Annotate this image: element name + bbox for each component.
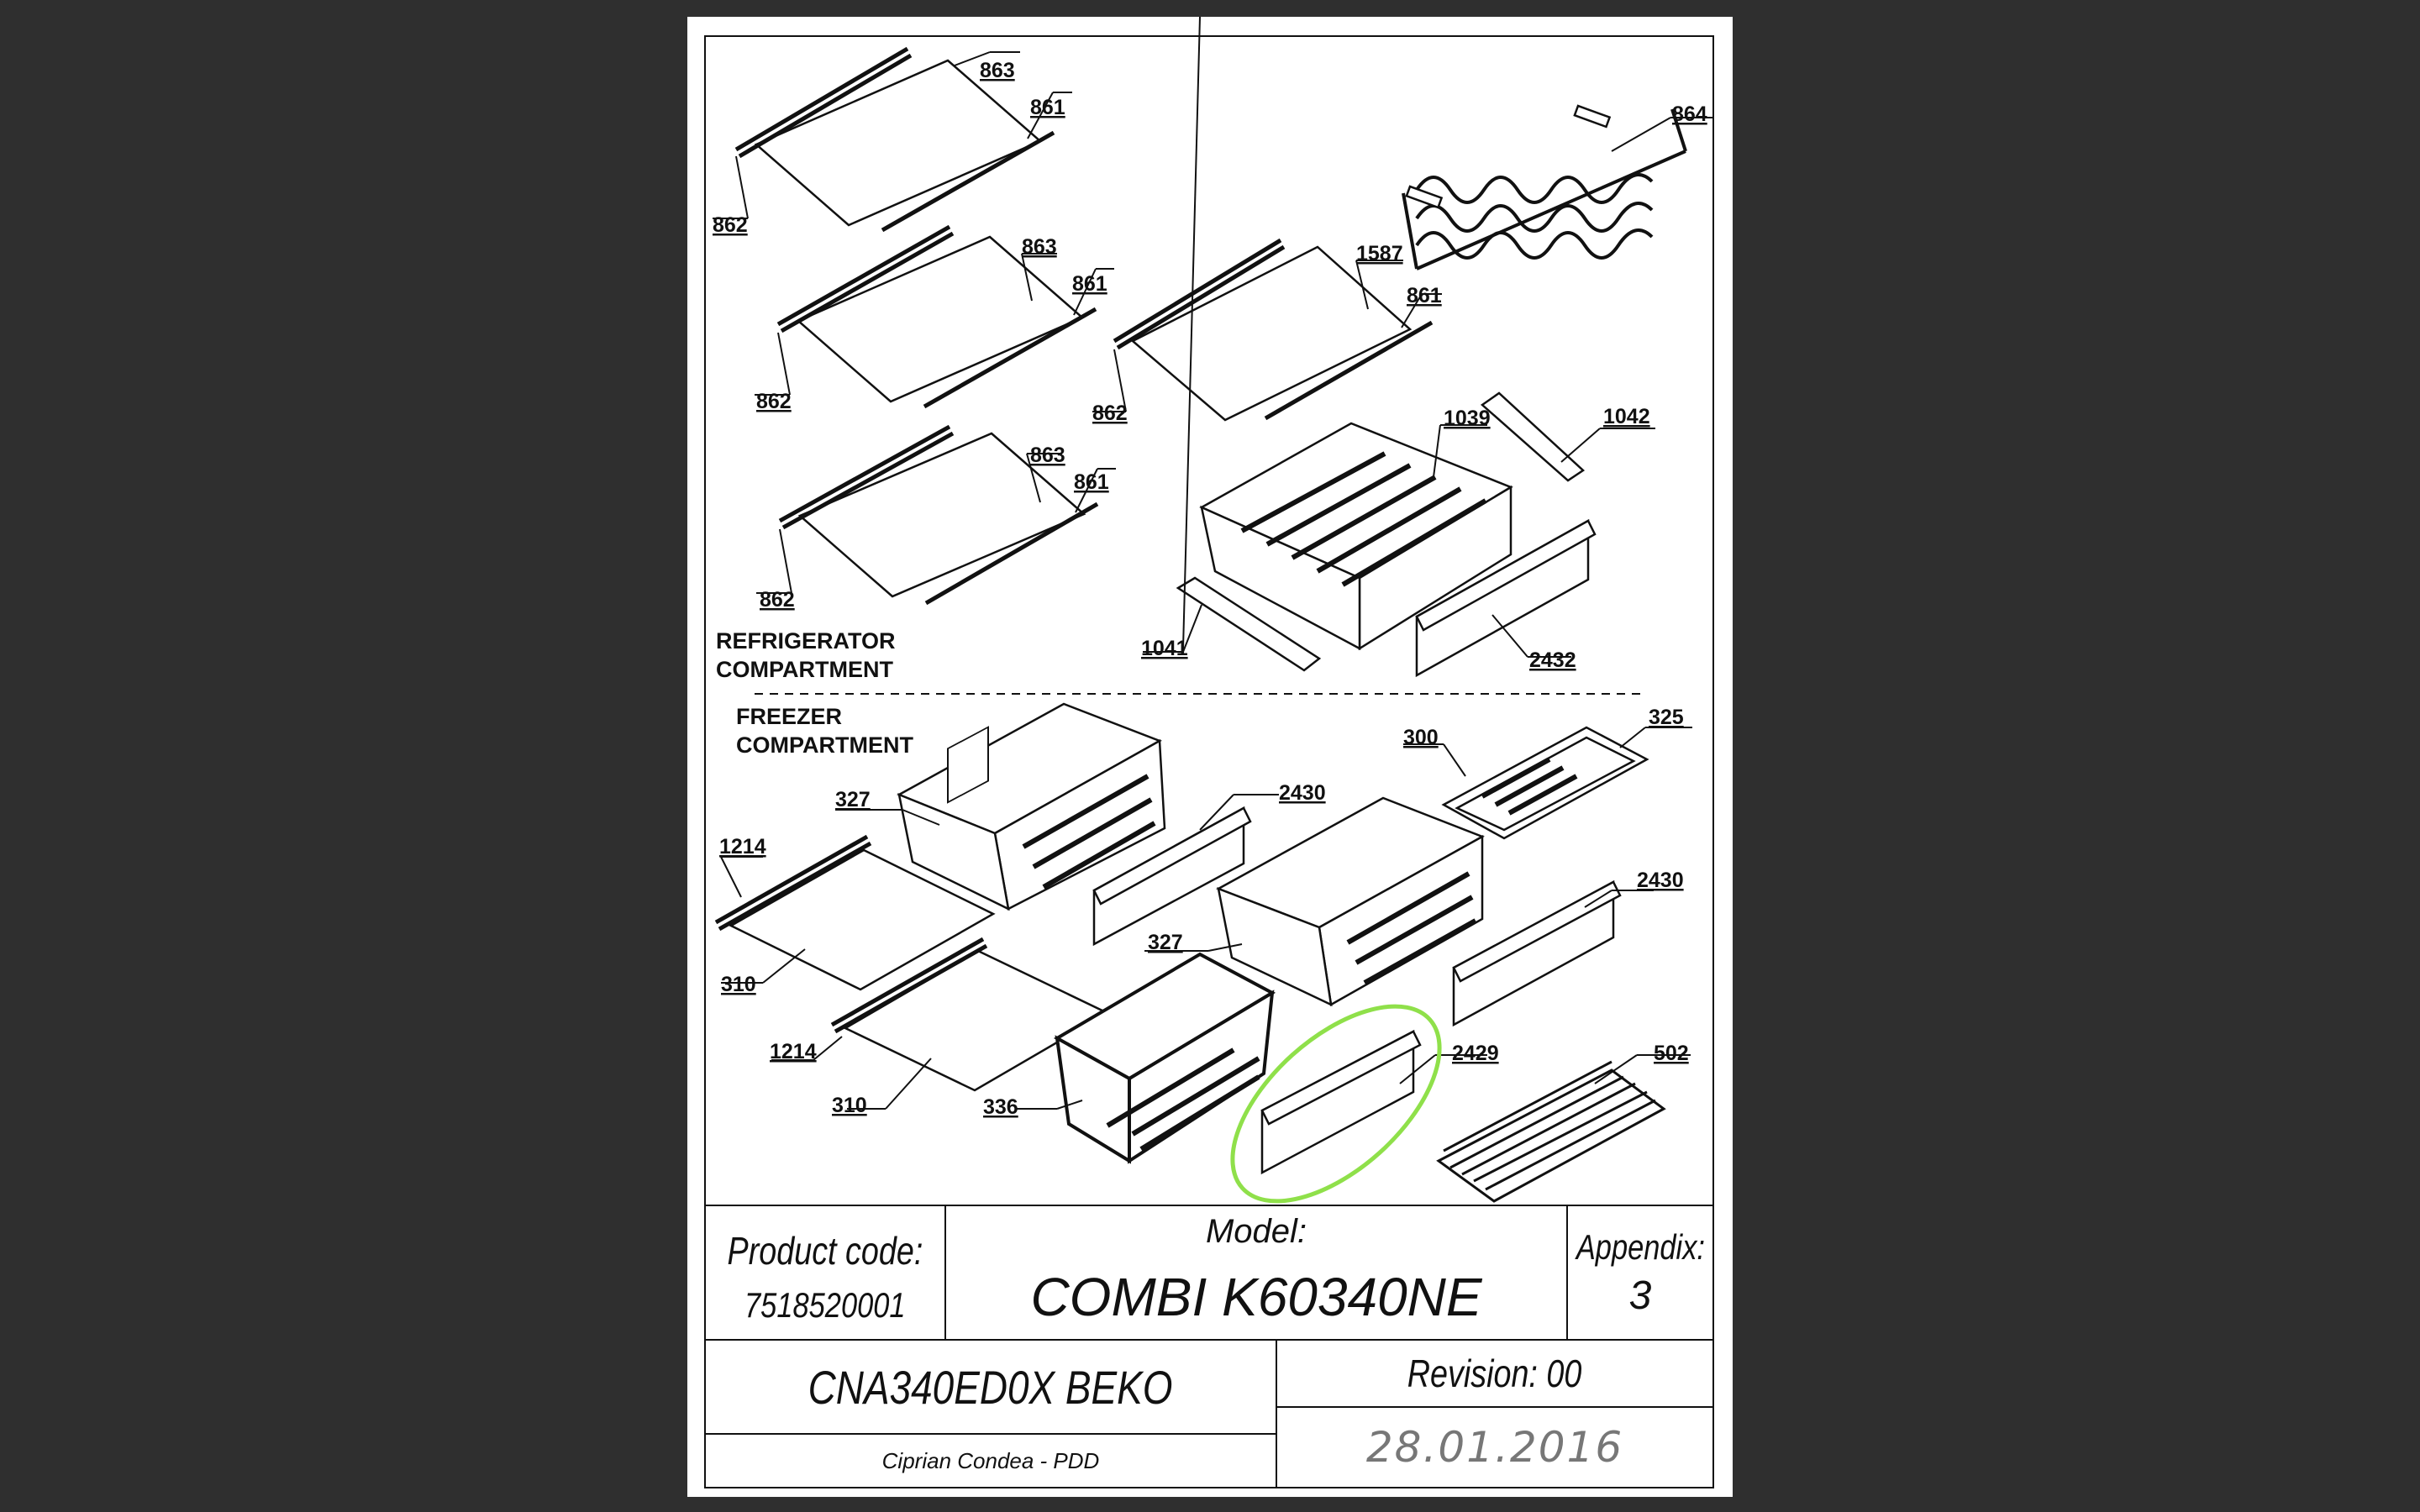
callout-300: 300 — [1403, 726, 1439, 749]
callout-1041: 1041 — [1141, 637, 1188, 660]
author-cell: Ciprian Condea - PDD — [704, 1433, 1277, 1488]
wire-grill — [1436, 1054, 1691, 1203]
variant-cell: CNA340ED0X BEKO — [704, 1339, 1277, 1435]
glass-shelf-4 — [1092, 238, 1442, 422]
callout-327-a: 327 — [835, 788, 871, 811]
revision-value: Revision: 00 — [1407, 1352, 1582, 1395]
model-label: Model: — [1205, 1213, 1307, 1250]
drawing-sheet: 863 861 862 863 861 862 — [687, 17, 1733, 1497]
exploded-parts-diagram: 863 861 862 863 861 862 — [713, 17, 1712, 1204]
appendix-cell: Appendix: 3 — [1566, 1205, 1714, 1341]
callout-1039: 1039 — [1444, 407, 1491, 430]
callout-2432: 2432 — [1529, 648, 1576, 672]
revision-cell: Revision: 00 — [1276, 1339, 1714, 1408]
freezer-basket — [1017, 952, 1276, 1164]
callout-863-b: 863 — [1022, 235, 1057, 259]
freezer-drawer-2 — [1144, 796, 1485, 1007]
callout-862-b: 862 — [756, 390, 792, 413]
appendix-label: Appendix: — [1576, 1226, 1705, 1267]
callout-336: 336 — [983, 1095, 1018, 1119]
date-value: 28.01.2016 — [1365, 1423, 1624, 1472]
ice-tray — [1403, 726, 1692, 840]
date-cell: 28.01.2016 — [1276, 1406, 1714, 1488]
crisper-drawer — [1199, 422, 1513, 651]
callout-863-a: 863 — [980, 59, 1015, 82]
callout-2430-a: 2430 — [1279, 781, 1326, 805]
drawer-rail-left — [1143, 17, 1322, 672]
freezer-drawer-1 — [835, 702, 1166, 911]
callout-861-c: 861 — [1074, 470, 1109, 494]
product-code-cell: Product code: 7518520001 — [704, 1205, 946, 1341]
callout-862-a: 862 — [713, 213, 748, 237]
label-refrigerator-compartment: COMPARTMENT — [716, 657, 893, 682]
callout-861-b: 861 — [1072, 272, 1107, 296]
appendix-value: 3 — [1628, 1273, 1652, 1318]
highlight-ellipse — [1230, 1004, 1442, 1204]
glass-shelf-2 — [755, 224, 1114, 409]
glass-shelf-1 — [713, 46, 1072, 233]
model-value: COMBI K60340NE — [1030, 1267, 1482, 1327]
callout-2429: 2429 — [1452, 1042, 1499, 1065]
crisper-front-cover — [1415, 518, 1597, 678]
callout-861-d: 861 — [1407, 284, 1442, 307]
callout-1214-b: 1214 — [770, 1040, 817, 1063]
callout-863-c: 863 — [1030, 444, 1065, 467]
label-freezer: FREEZER — [736, 704, 842, 729]
callout-310-b: 310 — [832, 1094, 867, 1117]
bottle-rack — [1402, 104, 1712, 270]
model-cell: Model: COMBI K60340NE — [944, 1205, 1568, 1341]
label-freezer-compartment: COMPARTMENT — [736, 732, 913, 758]
freezer-drawer-front-2 — [1452, 879, 1654, 1027]
freezer-drawer-front-3 — [1260, 1029, 1487, 1175]
callout-862-d: 862 — [1092, 402, 1128, 425]
callout-327-b: 327 — [1148, 931, 1183, 954]
product-code-value: 7518520001 — [744, 1285, 906, 1325]
callout-325: 325 — [1649, 706, 1684, 729]
author-value: Ciprian Condea - PDD — [881, 1447, 1100, 1473]
callout-864: 864 — [1672, 102, 1707, 126]
callout-502: 502 — [1654, 1042, 1689, 1065]
variant-value: CNA340ED0X BEKO — [808, 1360, 1173, 1414]
callout-1214-a: 1214 — [719, 835, 766, 858]
freezer-drawer-front-1 — [1092, 794, 1279, 947]
callout-1587: 1587 — [1356, 242, 1403, 265]
title-block: Product code: 7518520001 Model: COMBI K6… — [704, 1205, 1714, 1488]
callout-310-a: 310 — [721, 973, 756, 996]
callout-1042: 1042 — [1603, 405, 1650, 428]
callout-2430-b: 2430 — [1637, 869, 1684, 892]
glass-shelf-3 — [756, 424, 1116, 606]
drawer-rail-right — [1480, 391, 1655, 482]
callout-861-a: 861 — [1030, 96, 1065, 119]
label-refrigerator: REFRIGERATOR — [716, 628, 896, 654]
callout-862-c: 862 — [760, 588, 795, 612]
product-code-label: Product code: — [727, 1229, 923, 1273]
freezer-glass-shelf-1 — [714, 834, 996, 991]
